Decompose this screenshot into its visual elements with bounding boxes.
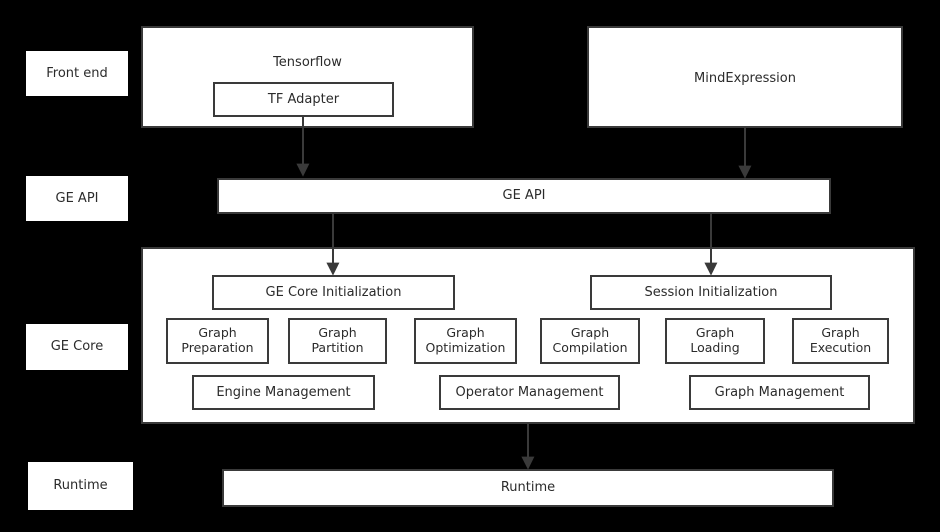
graph-loading-label: Graph Loading [690, 325, 740, 355]
graph-compilation-label: Graph Compilation [552, 325, 628, 355]
runtime-label: Runtime [500, 480, 556, 496]
graph-preparation-label: Graph Preparation [181, 325, 254, 355]
row-label-ge-core-text: GE Core [50, 339, 104, 355]
engine-management-label: Engine Management [216, 384, 351, 400]
row-label-runtime-text: Runtime [53, 478, 108, 494]
mindexpression-container[interactable] [587, 26, 903, 128]
ge-api-box[interactable]: GE API [217, 178, 831, 214]
graph-management-box[interactable]: Graph Management [689, 375, 870, 410]
operator-management-label: Operator Management [455, 384, 604, 400]
graph-management-label: Graph Management [714, 384, 845, 400]
row-label-front-end-text: Front end [46, 65, 108, 81]
engine-management-box[interactable]: Engine Management [192, 375, 375, 410]
graph-partition-label: Graph Partition [311, 325, 364, 355]
mindexpression-label: MindExpression [694, 71, 796, 86]
row-label-front-end: Front end [26, 51, 128, 96]
session-initialization-label: Session Initialization [644, 284, 778, 300]
row-label-ge-core: GE Core [26, 324, 128, 370]
graph-loading-box[interactable]: Graph Loading [665, 318, 765, 364]
ge-api-label: GE API [502, 188, 546, 204]
graph-execution-label: Graph Execution [809, 325, 872, 355]
row-label-ge-api: GE API [26, 176, 128, 221]
graph-optimization-box[interactable]: Graph Optimization [414, 318, 517, 364]
row-label-ge-api-text: GE API [55, 190, 99, 206]
row-label-runtime: Runtime [28, 462, 133, 510]
graph-execution-box[interactable]: Graph Execution [792, 318, 889, 364]
graph-partition-box[interactable]: Graph Partition [288, 318, 387, 364]
tf-adapter-label: TF Adapter [267, 91, 340, 107]
session-initialization-box[interactable]: Session Initialization [590, 275, 832, 310]
tensorflow-label: Tensorflow [273, 55, 342, 70]
graph-compilation-box[interactable]: Graph Compilation [540, 318, 640, 364]
runtime-box[interactable]: Runtime [222, 469, 834, 507]
ge-core-initialization-box[interactable]: GE Core Initialization [212, 275, 455, 310]
tf-adapter-box[interactable]: TF Adapter [213, 82, 394, 117]
graph-preparation-box[interactable]: Graph Preparation [166, 318, 269, 364]
operator-management-box[interactable]: Operator Management [439, 375, 620, 410]
ge-core-initialization-label: GE Core Initialization [265, 284, 402, 300]
graph-optimization-label: Graph Optimization [425, 325, 506, 355]
